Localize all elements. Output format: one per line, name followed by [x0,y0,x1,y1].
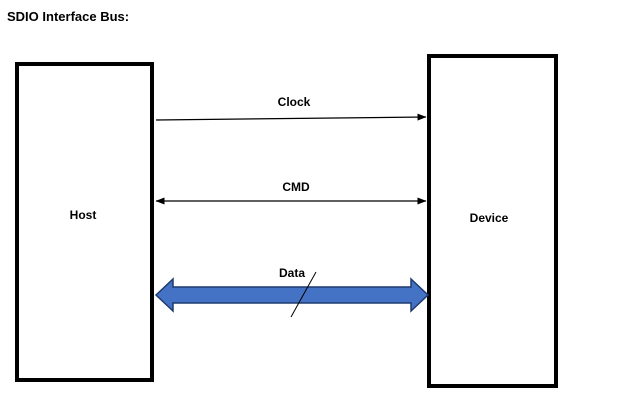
host-label: Host [69,208,97,222]
data-label: Data [278,266,306,280]
device-block [427,54,558,388]
cmd-label: CMD [282,180,310,194]
host-block [15,62,154,382]
diagram-title: SDIO Interface Bus: [7,9,130,24]
device-label: Device [469,211,509,225]
data-bus-arrow [154,277,430,313]
clock-line [155,113,427,121]
clock-label: Clock [277,95,311,109]
bus-width-slash [290,271,317,318]
